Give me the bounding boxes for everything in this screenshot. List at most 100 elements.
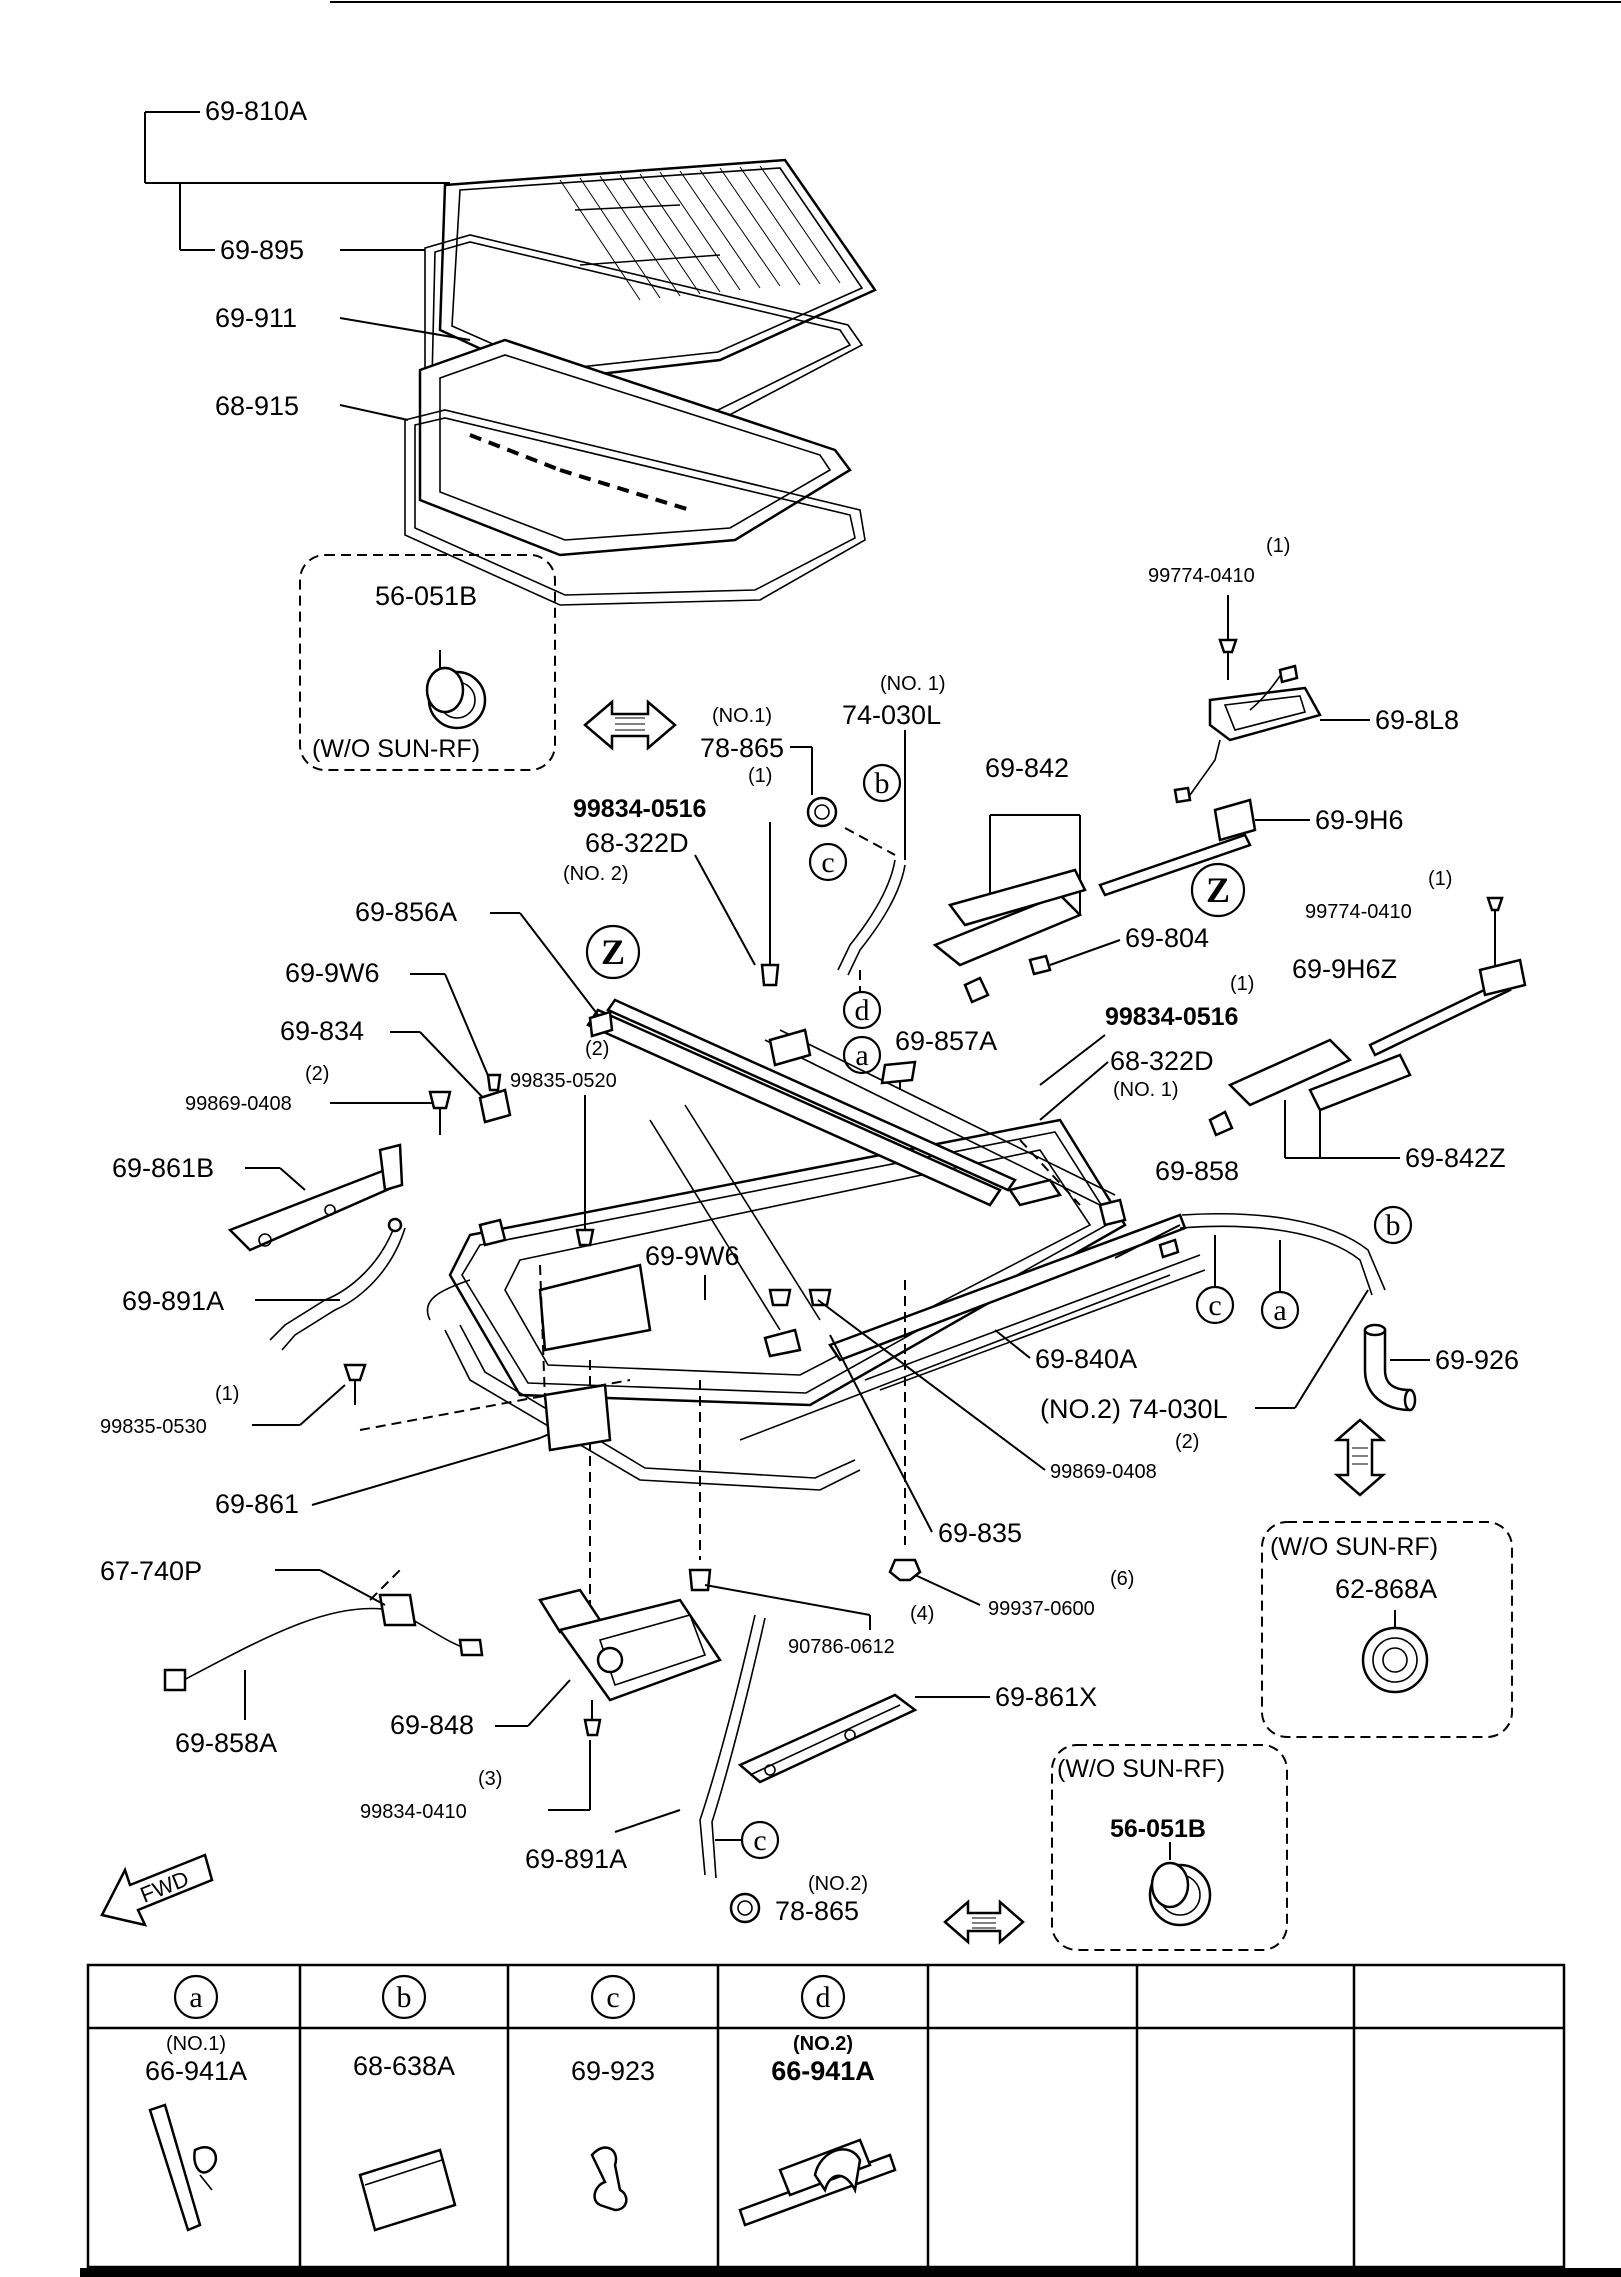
clip-66-941A-no2 (738, 2138, 897, 2227)
callout-74-030L-no1: 74-030L (842, 700, 941, 730)
callout-74-030L-no1-tag: (NO. 1) (880, 673, 946, 695)
grommet-and-hose-upper (694, 730, 906, 1000)
bracket-69-8L8 (1173, 595, 1322, 804)
callout-78-865-no2-tag: (NO.2) (808, 1873, 868, 1895)
svg-text:b: b (1386, 1209, 1401, 1242)
ref-circle-z-right: Z (1190, 862, 1246, 918)
table-cell-a-tag: (NO.1) (166, 2033, 226, 2055)
callout-62-868A: 62-868A (1335, 1574, 1437, 1604)
callout-99774-0410-top: 99774-0410 (1148, 565, 1255, 587)
svg-text:d: d (855, 994, 870, 1027)
clip-66-941A-no1 (148, 2103, 218, 2232)
callout-68-322D-no1-tag: (NO. 1) (1113, 1079, 1179, 1101)
callout-69-840A: 69-840A (1035, 1344, 1137, 1374)
alternative-arrow-right (1333, 1418, 1387, 1497)
svg-text:c: c (753, 1824, 766, 1857)
callout-69-926: 69-926 (1435, 1345, 1519, 1375)
drain-hose-lower (699, 1614, 766, 1879)
svg-text:c: c (821, 846, 834, 879)
drain-hose-right (1114, 1213, 1386, 1296)
callout-69-810A: 69-810A (205, 96, 307, 126)
table-cell-b-part: 68-638A (353, 2051, 455, 2081)
elbow-69-926 (1363, 1323, 1417, 1412)
bracket-69-861X (737, 1693, 918, 1784)
ref-circle-b-upper: b (862, 763, 902, 803)
callout-69-9H6: 69-9H6 (1315, 805, 1404, 835)
callout-99869-b: 99869-0408 (1050, 1461, 1157, 1483)
callout-69-891A-b: 69-891A (525, 1844, 627, 1874)
callout-99834-0410: 99834-0410 (360, 1801, 467, 1823)
callout-69-834: 69-834 (280, 1016, 364, 1046)
callout-69-835: 69-835 (938, 1518, 1022, 1548)
callout-69-856A: 69-856A (355, 897, 457, 927)
grommet-78-865-no2 (729, 1892, 761, 1924)
callout-99834-0516-a: 99834-0516 (573, 795, 706, 823)
callout-99869-a-qty: (2) (305, 1063, 329, 1085)
svg-text:a: a (189, 1981, 202, 2014)
table-header-c: c (590, 1974, 636, 2020)
callout-69-858A: 69-858A (175, 1728, 277, 1758)
callout-69-891A-a: 69-891A (122, 1286, 224, 1316)
callout-68-322D-no2-tag: (NO. 2) (563, 863, 629, 885)
callout-99835-0520: 99835-0520 (510, 1070, 617, 1092)
wo-sunrf-label-top: (W/O SUN-RF) (312, 735, 480, 763)
callout-68-915: 68-915 (215, 391, 299, 421)
table-cell-d-tag: (NO.2) (793, 2033, 853, 2055)
svg-text:a: a (1273, 1294, 1286, 1327)
rail-69-9H6Z (1368, 896, 1527, 1057)
drain-hose-left-69-891A (269, 1217, 406, 1351)
table-cell-a-part: 66-941A (145, 2056, 247, 2086)
ref-circle-c-right: c (1195, 1285, 1235, 1325)
leaders-top (144, 111, 471, 421)
rail-69-9H6 (1098, 798, 1257, 897)
table-cell-d-part: 66-941A (771, 2056, 875, 2086)
ref-circle-z-left: Z (585, 924, 641, 980)
slider-69-842Z (1208, 1038, 1412, 1159)
callout-69-911: 69-911 (215, 303, 297, 333)
table-header-a: a (173, 1974, 219, 2020)
callout-99835-0530: 99835-0530 (100, 1416, 207, 1438)
wo-sunrf-label-bottom: (W/O SUN-RF) (1057, 1755, 1225, 1783)
alternative-arrow-top (583, 699, 677, 751)
table-header-d: d (800, 1974, 846, 2020)
table-header-b: b (381, 1974, 427, 2020)
wo-sunroof-box-top (299, 554, 556, 771)
callout-69-842Z: 69-842Z (1405, 1143, 1506, 1173)
callout-78-865-no2: 78-865 (775, 1896, 859, 1926)
callout-99835-0520-qty: (2) (585, 1038, 609, 1060)
slider-69-842 (932, 814, 1087, 1004)
callout-78-865-no1: 78-865 (700, 733, 784, 763)
motor-69-848 (538, 1588, 722, 1737)
wo-sunrf-label-right: (W/O SUN-RF) (1270, 1533, 1438, 1561)
callout-68-322D-no2: 68-322D (585, 828, 689, 858)
bracket-69-861B (227, 1143, 404, 1252)
ref-circle-d-upper: d (842, 990, 882, 1030)
fwd-arrow-icon: FWD (100, 1853, 214, 1927)
callout-69-895: 69-895 (220, 235, 304, 265)
callout-69-861X: 69-861X (995, 1682, 1097, 1712)
callout-90786: 90786-0612 (788, 1636, 895, 1658)
callout-69-8L8: 69-8L8 (1375, 705, 1459, 735)
alternative-arrow-bottom (943, 1899, 1025, 1945)
callout-67-740P: 67-740P (100, 1556, 202, 1586)
callout-69-848: 69-848 (390, 1710, 474, 1740)
ref-circle-b-right: b (1373, 1205, 1413, 1245)
bottom-border (80, 2268, 1621, 2277)
svg-text:b: b (397, 1981, 412, 2014)
svg-text:Z: Z (1206, 870, 1230, 910)
callout-99869-a: 99869-0408 (185, 1093, 292, 1115)
svg-text:d: d (816, 1981, 831, 2014)
svg-text:Z: Z (601, 932, 625, 972)
wo-sunroof-box-bottom (1051, 1744, 1288, 1951)
callout-99834-0516-b-qty: (1) (1230, 973, 1254, 995)
callout-56-051B-bottom: 56-051B (1110, 1815, 1206, 1843)
callout-99834-0516-b: 99834-0516 (1105, 1003, 1238, 1031)
ref-circle-a-right: a (1260, 1290, 1300, 1330)
callout-99835-0530-qty: (1) (215, 1383, 239, 1405)
callout-99937: 99937-0600 (988, 1598, 1095, 1620)
wo-sunroof-box-right (1261, 1521, 1513, 1738)
callout-69-9W6-b: 69-9W6 (645, 1241, 740, 1271)
svg-text:c: c (1208, 1289, 1221, 1322)
callout-69-861: 69-861 (215, 1489, 299, 1519)
